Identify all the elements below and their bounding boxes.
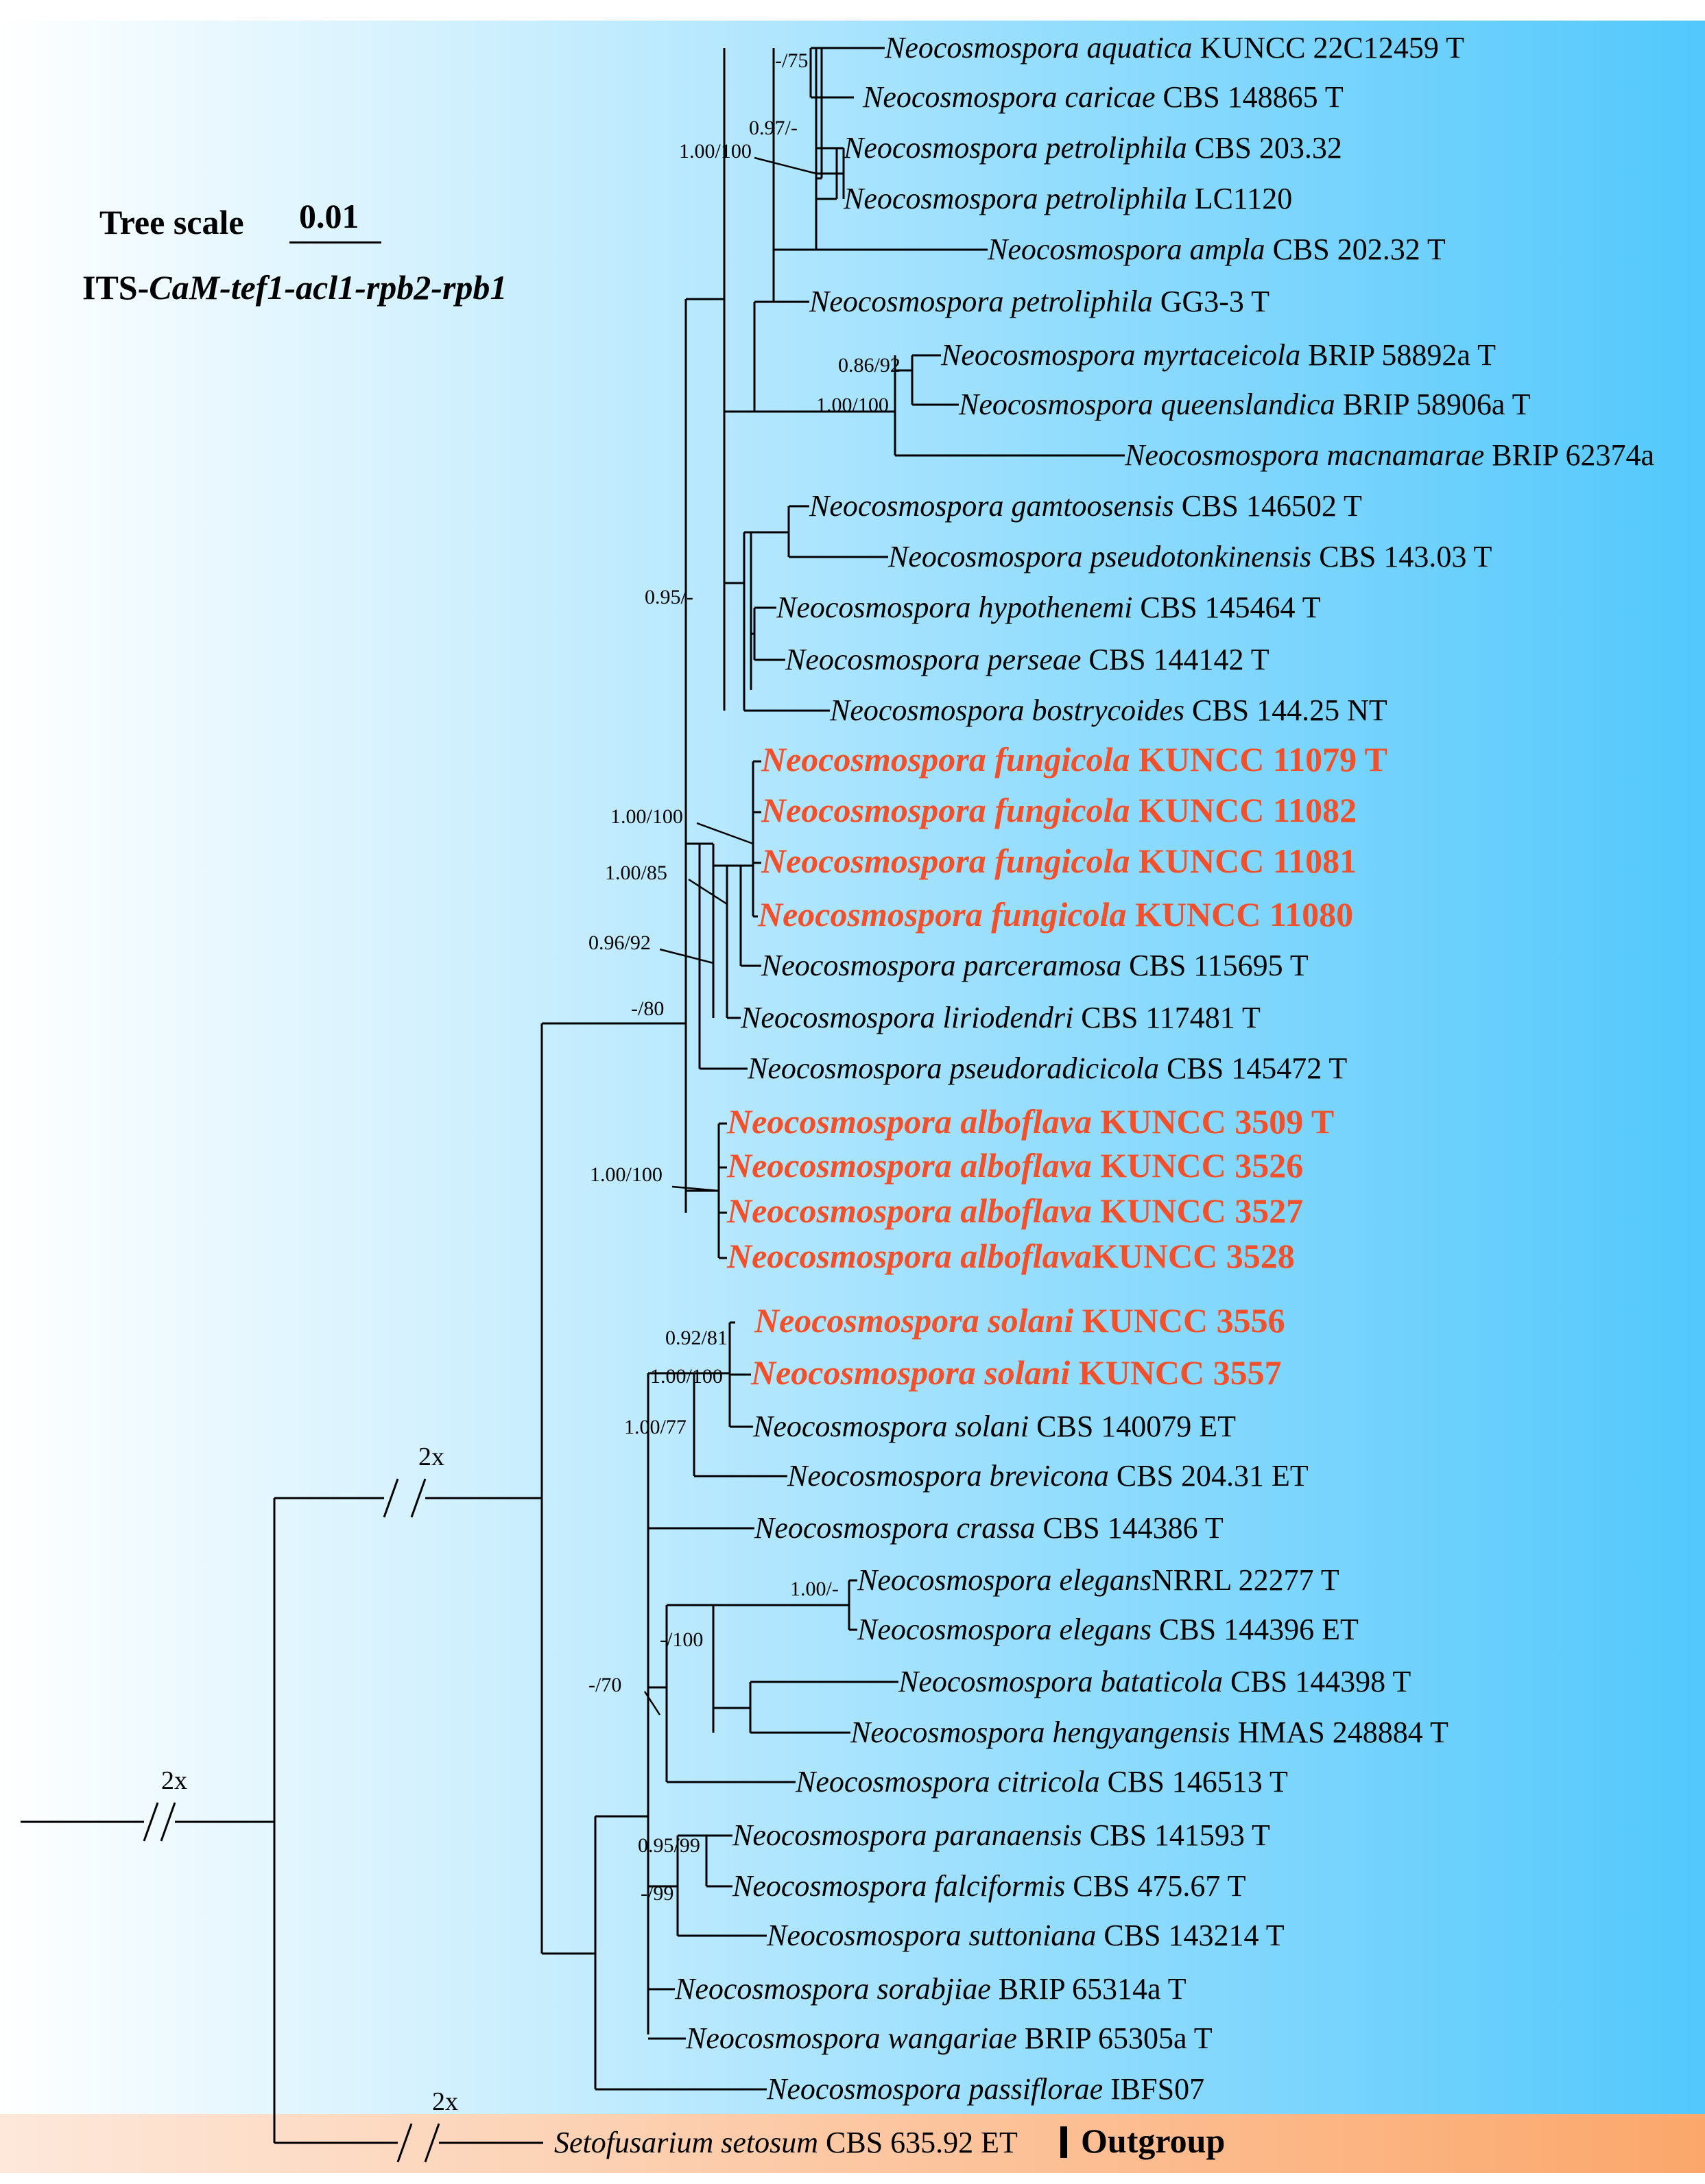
taxon-label: Neocosmospora hengyangensis HMAS 248884 … [850, 1716, 1448, 1749]
taxon-label: Neocosmospora aquatica KUNCC 22C12459 T [884, 31, 1464, 64]
taxon-label: Neocosmospora hypothenemi CBS 145464 T [776, 591, 1321, 624]
support-value: -/70 [588, 1674, 621, 1696]
tree-scale-title: Tree scale [99, 203, 244, 241]
taxon-label: Neocosmospora wangariae BRIP 65305a T [685, 2021, 1213, 2055]
branch-break-mark [383, 1478, 399, 1518]
support-value: 0.86/92 [838, 354, 901, 377]
support-value: 0.97/- [749, 117, 798, 139]
support-value: -/100 [660, 1628, 703, 1651]
branch-break-label: 2x [418, 1443, 444, 1471]
support-value: 0.96/92 [588, 931, 651, 954]
highlighted-taxon-label: Neocosmospora alboflava KUNCC 3526 [726, 1146, 1303, 1185]
gene-region-label: ITS-CaM-tef1-acl1-rpb2-rpb1 [82, 268, 507, 307]
highlighted-taxon-label: Neocosmospora alboflava KUNCC 3527 [726, 1191, 1303, 1230]
support-value: 1.00/100 [610, 805, 683, 828]
taxon-label: Neocosmospora caricae CBS 148865 T [862, 80, 1344, 114]
support-value: 1.00/85 [605, 862, 667, 884]
branch [754, 156, 817, 175]
branch [643, 1691, 661, 1716]
support-value: 1.00/100 [650, 1365, 723, 1388]
taxon-label: Neocosmospora queenslandica BRIP 58906a … [958, 388, 1531, 421]
taxon-label: Neocosmospora falciformis CBS 475.67 T [732, 1869, 1246, 1903]
taxon-label: Neocosmospora elegans CBS 144396 ET [857, 1613, 1359, 1646]
outgroup-label: Outgroup [1081, 2122, 1225, 2160]
gene-label-prefix: ITS- [82, 268, 150, 307]
taxon-label: Neocosmospora citricola CBS 146513 T [795, 1765, 1288, 1799]
branch-break-mark [424, 2123, 440, 2163]
taxon-label: Neocosmospora perseae CBS 144142 T [785, 643, 1269, 676]
taxon-label: Neocosmospora parceramosa CBS 115695 T [761, 949, 1309, 982]
support-value: 0.95/- [645, 586, 693, 608]
taxon-label: Neocosmospora liriodendri CBS 117481 T [740, 1001, 1261, 1034]
tree-scale-value: 0.01 [299, 197, 359, 235]
highlighted-taxon-label: Neocosmospora solani KUNCC 3556 [754, 1301, 1285, 1340]
taxon-label: Neocosmospora pseudoradicicola CBS 14547… [747, 1052, 1347, 1085]
taxon-label: Neocosmospora petroliphila LC1120 [843, 182, 1292, 215]
support-value: -/80 [631, 997, 664, 1020]
taxon-label: Setofusarium setosum CBS 635.92 ET [554, 2126, 1018, 2159]
taxon-label: Neocosmospora petroliphila GG3-3 T [809, 285, 1269, 318]
support-value: 0.92/81 [665, 1327, 728, 1349]
support-value: 1.00/100 [679, 140, 752, 163]
highlighted-taxon-label: Neocosmospora alboflavaKUNCC 3528 [726, 1237, 1295, 1275]
taxon-label: Neocosmospora ampla CBS 202.32 T [987, 233, 1446, 266]
tree-scale-bar [289, 241, 381, 244]
taxon-label: Neocosmospora bostrycoides CBS 144.25 NT [829, 693, 1387, 727]
support-value: -/75 [775, 49, 808, 72]
branch-break-mark [396, 2123, 413, 2163]
taxon-label: Neocosmospora brevicona CBS 204.31 ET [787, 1459, 1309, 1493]
branch-break-label: 2x [161, 1766, 187, 1795]
gene-label-italic: CaM-tef1-acl1-rpb2-rpb1 [149, 268, 508, 307]
support-value: 0.95/99 [638, 1834, 700, 1857]
highlighted-taxon-label: Neocosmospora fungicola KUNCC 11079 T [761, 740, 1387, 779]
branch [696, 822, 754, 845]
taxon-label: Neocosmospora bataticola CBS 144398 T [898, 1665, 1411, 1698]
taxon-label: Neocosmospora passiflorae IBFS07 [766, 2072, 1204, 2106]
highlighted-taxon-label: Neocosmospora solani KUNCC 3557 [750, 1353, 1282, 1392]
outgroup-marker-bar [1060, 2126, 1067, 2158]
taxon-label: Neocosmospora myrtaceicola BRIP 58892a T [940, 338, 1496, 372]
taxon-label: Neocosmospora paranaensis CBS 141593 T [732, 1818, 1270, 1852]
branch-break-mark [410, 1478, 427, 1518]
branch [671, 1185, 719, 1192]
taxon-label: Neocosmospora sorabjiae BRIP 65314a T [674, 1972, 1187, 2006]
highlighted-taxon-label: Neocosmospora alboflava KUNCC 3509 T [726, 1102, 1334, 1141]
taxon-label: Neocosmospora pseudotonkinensis CBS 143.… [887, 540, 1492, 573]
taxon-label: Neocosmospora solani CBS 140079 ET [752, 1410, 1236, 1443]
highlighted-taxon-label: Neocosmospora fungicola KUNCC 11080 [757, 895, 1353, 934]
highlighted-taxon-label: Neocosmospora fungicola KUNCC 11081 [761, 842, 1357, 880]
branch-break-mark [143, 1802, 159, 1842]
taxon-label: Neocosmospora suttoniana CBS 143214 T [766, 1919, 1285, 1952]
branch [688, 878, 728, 905]
branch [659, 948, 714, 964]
support-value: 1.00/- [790, 1578, 839, 1600]
taxon-label: Neocosmospora crassa CBS 144386 T [754, 1511, 1224, 1545]
ingroup-background [0, 21, 1705, 2114]
highlighted-taxon-label: Neocosmospora fungicola KUNCC 11082 [761, 791, 1357, 829]
branch-break-label: 2x [432, 2087, 458, 2116]
taxon-label: Neocosmospora macnamarae BRIP 62374a [1124, 438, 1654, 472]
taxon-label: Neocosmospora gamtoosensis CBS 146502 T [809, 489, 1362, 523]
support-value: -/99 [641, 1882, 673, 1905]
support-value: 1.00/77 [624, 1416, 687, 1438]
taxon-label: Neocosmospora petroliphila CBS 203.32 [843, 131, 1342, 165]
taxon-label: Neocosmospora elegansNRRL 22277 T [857, 1563, 1339, 1597]
support-value: 1.00/100 [590, 1163, 663, 1186]
branch-break-mark [160, 1802, 176, 1842]
support-value: 1.00/100 [816, 394, 889, 416]
